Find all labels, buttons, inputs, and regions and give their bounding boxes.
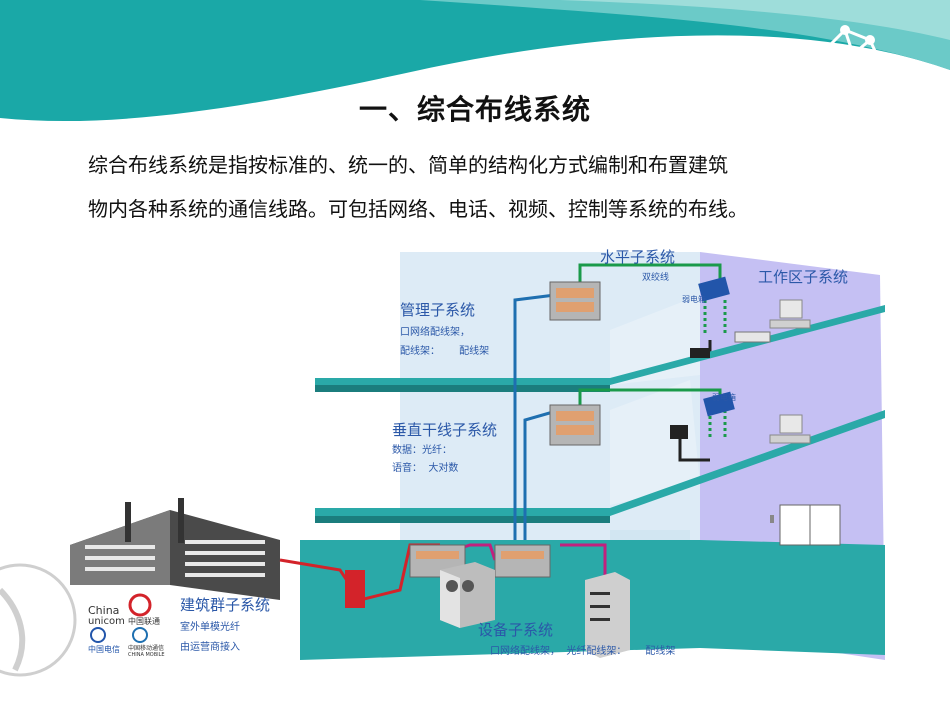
label-weak-box-top: 弱电箱	[682, 294, 706, 304]
server-cabinet-icon	[440, 562, 495, 628]
patch-panel-top	[549, 281, 601, 321]
china-mobile-logo: 中国移动通信 CHINA MOBILE	[128, 627, 165, 658]
china-telecom-logo: 中国电信	[88, 627, 120, 654]
globe-decoration	[0, 563, 77, 677]
china-unicom-logo: China unicom 中国联通	[88, 593, 160, 627]
printer-icon-top	[734, 331, 771, 343]
red-terminal-box	[345, 570, 365, 608]
weak-box-mid-icon	[703, 391, 735, 417]
computer-icon-mid	[769, 414, 811, 444]
phone-icon-top	[690, 348, 710, 358]
green-dashed-mid	[708, 410, 727, 440]
label-operator-access: 由运营商接入	[180, 640, 240, 653]
svg-text:CHINA MOBILE: CHINA MOBILE	[128, 652, 165, 658]
svg-text:中国移动通信: 中国移动通信	[128, 644, 164, 652]
label-work-area-subsystem: 工作区子系统	[758, 268, 848, 286]
label-management-subsystem: 管理子系统	[400, 301, 475, 319]
cabling-system-diagram: China unicom 中国联通 中国电信 中国移动通信 CHINA MOBI…	[0, 248, 885, 677]
svg-text:中国电信: 中国电信	[88, 644, 120, 654]
black-phone-cable-mid	[678, 435, 710, 462]
label-equipment-subsystem: 设备子系统	[478, 621, 553, 639]
paragraph-line-1: 综合布线系统是指按标准的、统一的、简单的结构化方式编制和布置建筑	[88, 153, 728, 177]
label-outdoor-fiber: 室外单模光纤	[180, 620, 240, 633]
header-wave-background	[0, 0, 950, 122]
slide-title: 一、综合布线系统	[358, 93, 591, 126]
label-vertical-subsystem: 垂直干线子系统	[392, 421, 497, 439]
campus-building-icon	[70, 498, 280, 600]
door-icon	[770, 504, 841, 546]
intro-paragraph: 综合布线系统是指按标准的、统一的、简单的结构化方式编制和布置建筑 物内各种系统的…	[88, 143, 888, 231]
patch-panel-mid	[549, 404, 601, 446]
label-vertical-voice: 语音： 大对数	[392, 461, 458, 474]
svg-text:China: China	[88, 604, 119, 617]
weak-box-top-icon	[698, 276, 730, 302]
label-management-line-2: 配线架： 配线架	[400, 344, 489, 357]
blue-backbone-cable	[523, 408, 561, 540]
label-vertical-data: 数据：光纤：	[392, 443, 452, 456]
label-equipment-line: 口网络配线架， 光纤配线架： 配线架	[490, 644, 675, 657]
partition-wall-mid	[610, 380, 700, 505]
paragraph-line-2: 物内各种系统的通信线路。可包括网络、电话、视频、控制等系统的布线。	[88, 197, 748, 221]
camera-icon-mid	[670, 425, 688, 439]
patch-panel-bottom-right	[494, 544, 551, 578]
label-building-group-subsystem: 建筑群子系统	[180, 596, 270, 614]
svg-text:unicom: unicom	[88, 616, 125, 627]
svg-text:中国联通: 中国联通	[128, 616, 160, 626]
label-twisted-pair: 双绞线	[642, 271, 669, 283]
green-horizontal-cable-top	[578, 263, 722, 290]
label-weak-box-mid: 弱电箱	[712, 392, 736, 402]
rack-server-icon	[585, 572, 630, 658]
floor-middle	[315, 410, 885, 523]
blue-backbone-cable-top	[513, 293, 556, 540]
label-horizontal-subsystem: 水平子系统	[600, 248, 675, 266]
label-management-line-1: 口网络配线架，	[400, 325, 470, 338]
computer-icon-top	[769, 299, 811, 329]
floor-top	[315, 305, 885, 392]
